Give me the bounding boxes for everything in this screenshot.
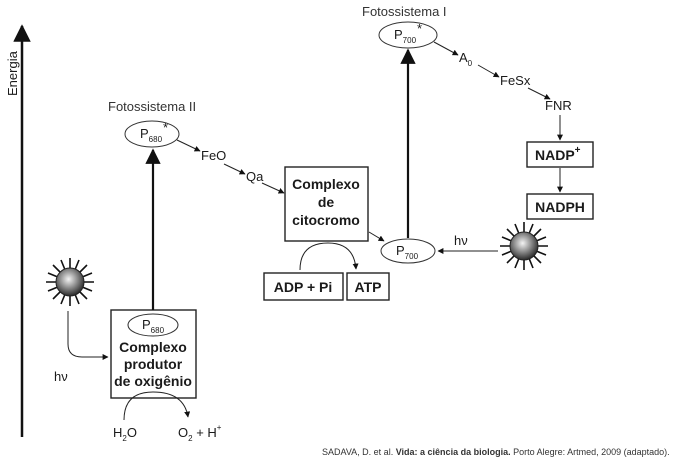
arrow-qa-to-cytochrome xyxy=(261,182,285,194)
photosystem-i-title: Fotossistema I xyxy=(362,4,447,19)
cytochrome-line-2: de xyxy=(318,194,335,210)
cytochrome-line-1: Complexo xyxy=(292,176,360,192)
p680-ground-node xyxy=(127,313,179,337)
cytochrome-complex-box xyxy=(284,166,369,242)
sun-icon-left xyxy=(46,258,94,306)
cytochrome-line-3: citocromo xyxy=(292,212,360,228)
nadph-box xyxy=(526,193,594,220)
fesx-label: FeSx xyxy=(500,73,531,88)
atp-synthesis-arc xyxy=(299,242,359,271)
left-hv-label: hν xyxy=(54,369,68,384)
water-splitting-arc xyxy=(123,391,191,421)
arrow-p680-to-feo xyxy=(176,139,201,152)
h2o-label: H2O xyxy=(113,425,137,443)
adp-pi-box xyxy=(263,272,344,301)
sun-icon-right xyxy=(500,222,548,270)
arrow-p700-to-a0 xyxy=(433,41,459,56)
nadp-label: NADP+ xyxy=(535,145,581,163)
arrow-cytochrome-to-p700 xyxy=(368,231,385,242)
energy-axis-label: Energia xyxy=(5,50,20,96)
feo-label: FeO xyxy=(201,148,226,163)
left-light-path xyxy=(67,311,109,360)
p700-ground-node xyxy=(380,238,436,264)
p680-excited-node xyxy=(124,120,180,148)
oxygen-complex-line-3: de oxigênio xyxy=(114,373,192,389)
nadph-label: NADPH xyxy=(535,199,585,215)
p680-excited-label: P680* xyxy=(140,120,168,144)
photosystem-ii-title: Fotossistema II xyxy=(108,99,196,114)
p700-ground-label: P700 xyxy=(396,243,419,261)
credit-publisher: Porto Alegre: Artmed, 2009 (adaptado). xyxy=(510,447,670,457)
adp-pi-label: ADP + Pi xyxy=(274,279,333,295)
source-credit: SADAVA, D. et al. Vida: a ciência da bio… xyxy=(322,447,670,457)
nadp-box xyxy=(526,141,594,168)
p700-excited-node xyxy=(378,21,438,49)
arrow-feo-to-qa xyxy=(223,163,246,175)
p700-excited-label: P700* xyxy=(394,21,422,45)
credit-title: Vida: a ciência da biologia. xyxy=(395,447,511,457)
atp-label: ATP xyxy=(355,279,382,295)
a0-label: A0 xyxy=(459,50,473,68)
p680-ground-label: P680 xyxy=(142,317,165,335)
right-hv-label: hν xyxy=(454,233,468,248)
fnr-label: FNR xyxy=(545,98,572,113)
arrow-fesx-to-fnr xyxy=(527,87,551,100)
credit-author: SADAVA, D. et al. xyxy=(322,447,396,457)
oxygen-complex-line-1: Complexo xyxy=(119,339,187,355)
qa-label: Qa xyxy=(246,169,264,184)
atp-box xyxy=(346,272,390,301)
o2-h-products-label: O2 + H+ xyxy=(178,423,222,443)
oxygen-complex-line-2: produtor xyxy=(124,356,183,372)
arrow-a0-to-fesx xyxy=(477,64,500,78)
